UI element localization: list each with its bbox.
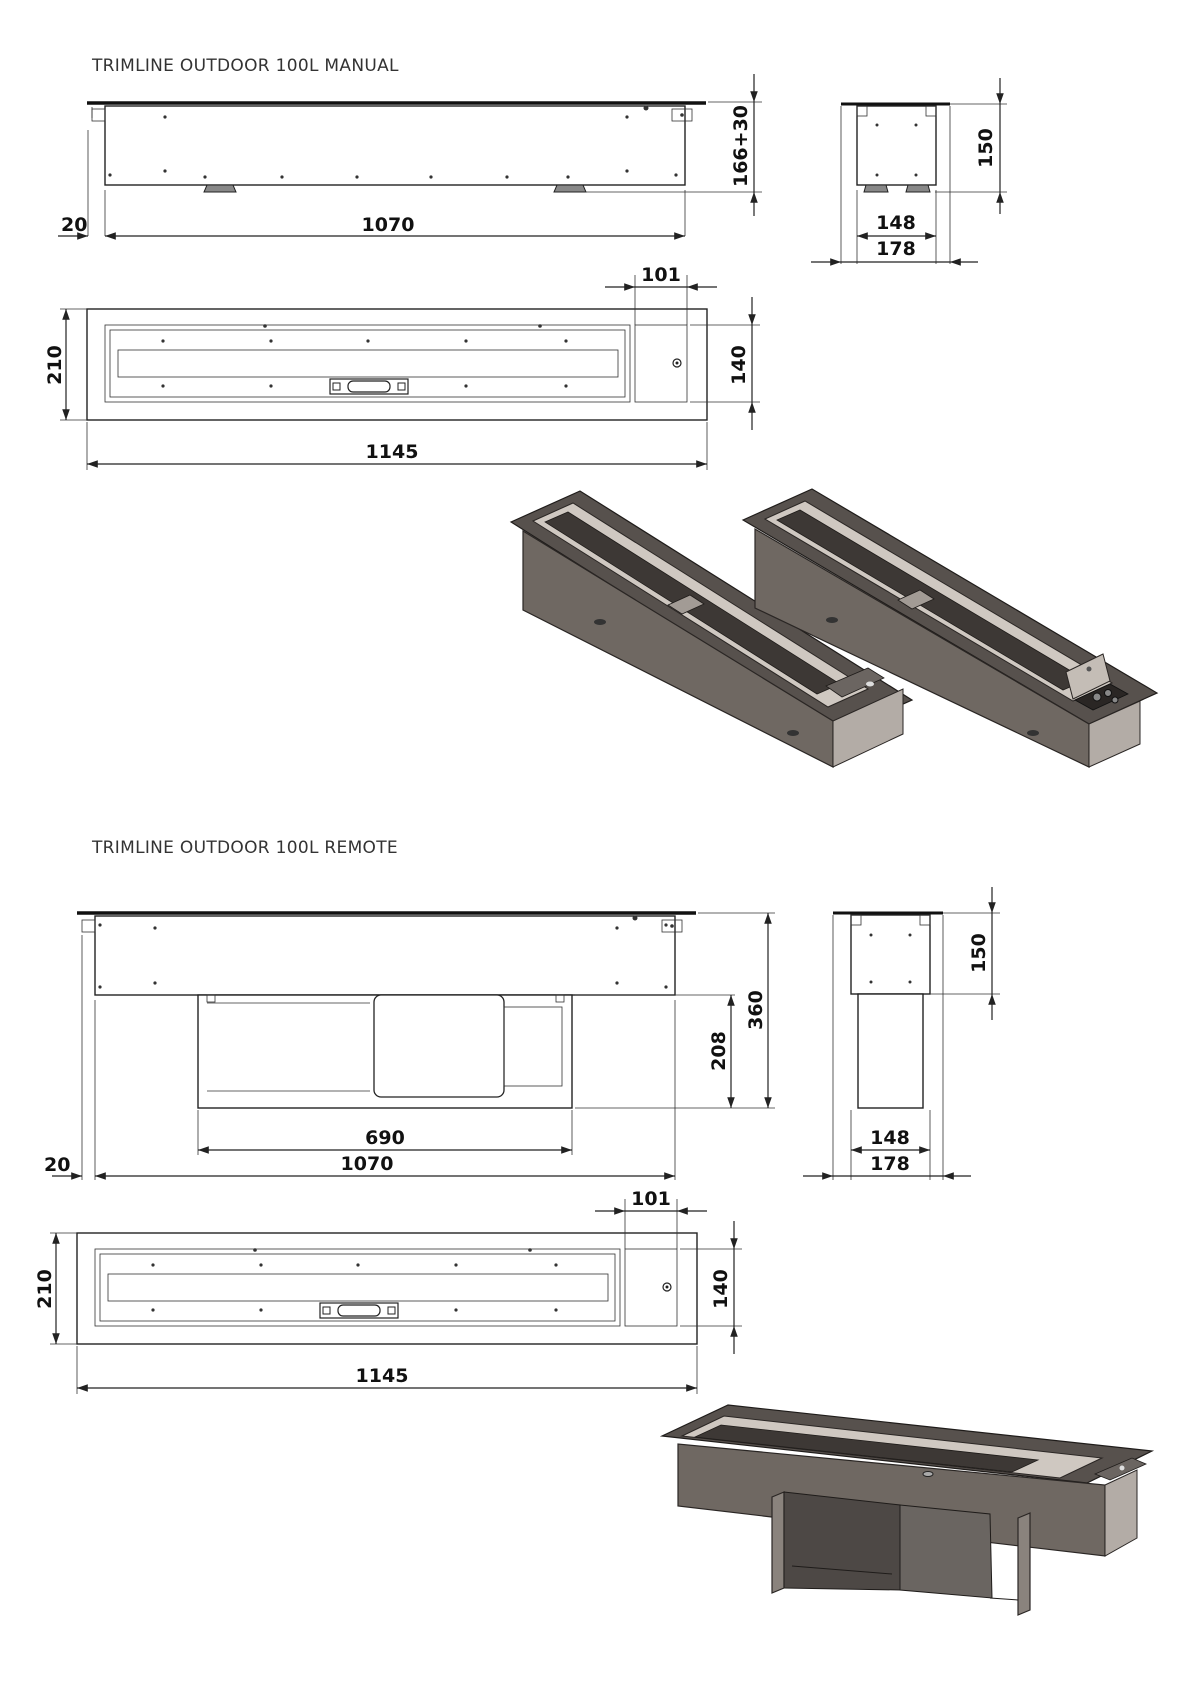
dim-top-box-depth-remote: 140: [710, 1269, 732, 1309]
side-view-manual: 150 148 178: [811, 78, 1007, 266]
dim-offset-remote: 20: [44, 1154, 70, 1176]
isometric-render-manual-open: [741, 488, 1159, 768]
dim-width-manual: 1070: [362, 214, 415, 236]
dim-side-height-manual: 150: [975, 128, 997, 168]
dim-total-height-remote: 360: [745, 990, 767, 1030]
front-view-remote: 208 360 690 20 1070: [44, 911, 775, 1180]
top-view-remote: 101 140 210 1145: [34, 1188, 742, 1394]
dim-side-inner-manual: 148: [876, 212, 916, 234]
dim-side-outer-manual: 178: [876, 238, 916, 260]
dim-top-box-width-manual: 101: [641, 264, 681, 286]
dim-offset-manual: 20: [61, 214, 87, 236]
dim-top-length-manual: 1145: [366, 441, 419, 463]
section-title-manual: TRIMLINE OUTDOOR 100L MANUAL: [91, 56, 399, 76]
section-title-remote: TRIMLINE OUTDOOR 100L REMOTE: [91, 838, 398, 858]
dim-box-height-remote: 208: [708, 1031, 730, 1071]
dim-top-box-width-remote: 101: [631, 1188, 671, 1210]
dim-top-length-remote: 1145: [356, 1365, 409, 1387]
side-view-remote: 150 148 178: [803, 887, 1000, 1180]
dim-top-depth-manual: 210: [44, 345, 66, 385]
dim-side-outer-remote: 178: [870, 1153, 910, 1175]
dim-side-height-remote: 150: [968, 933, 990, 973]
dim-width-remote: 1070: [341, 1153, 394, 1175]
front-view-manual: 166+30 20 1070: [58, 74, 762, 240]
dim-side-inner-remote: 148: [870, 1127, 910, 1149]
isometric-render-remote: [659, 1404, 1155, 1616]
dim-top-box-depth-manual: 140: [728, 345, 750, 385]
dim-box-width-remote: 690: [365, 1127, 405, 1149]
isometric-render-manual-closed: [509, 490, 914, 768]
dim-top-depth-remote: 210: [34, 1269, 56, 1309]
dim-height-manual: 166+30: [730, 105, 752, 187]
top-view-manual: 101 140 210 1145: [44, 264, 760, 470]
